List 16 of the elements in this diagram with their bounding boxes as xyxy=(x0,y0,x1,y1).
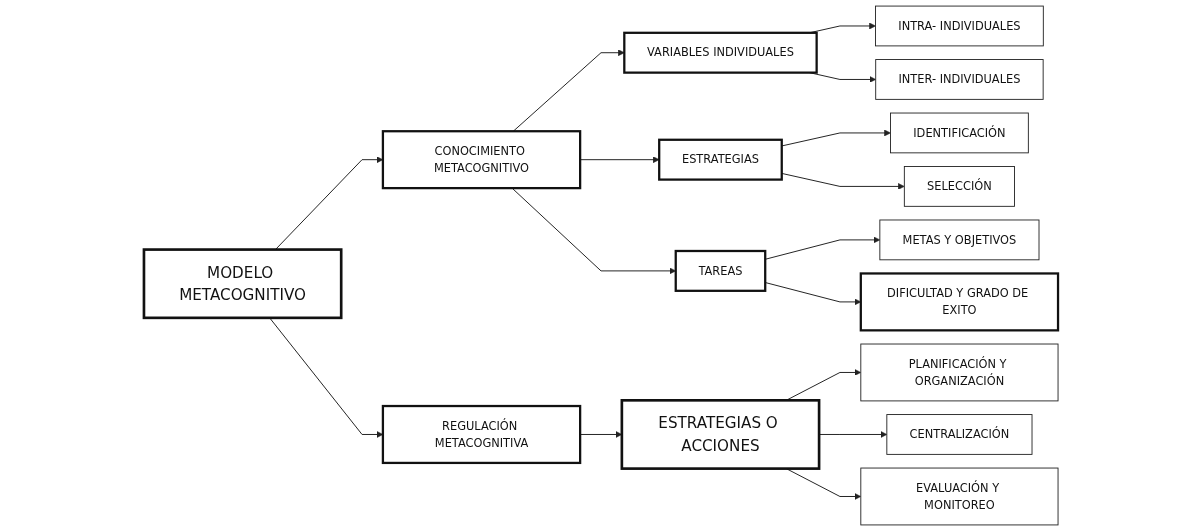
node-box: CONOCIMIENTO METACOGNITIVO xyxy=(381,130,582,190)
node-box: INTER- INDIVIDUALES xyxy=(875,59,1044,100)
node-box: PLANIFICACIÓN Y ORGANIZACIÓN xyxy=(860,343,1059,402)
node-box: EVALUACIÓN Y MONITOREO xyxy=(860,467,1059,526)
node-box: ESTRATEGIAS xyxy=(658,138,783,181)
node-box: VARIABLES INDIVIDUALES xyxy=(623,31,818,74)
node-box: CENTRALIZACIÓN xyxy=(886,414,1033,455)
node-box: IDENTIFICACIÓN xyxy=(890,112,1029,154)
node-box: SELECCIÓN xyxy=(903,166,1015,207)
node-box: MODELO METACOGNITIVO xyxy=(142,248,343,320)
node-box: TAREAS xyxy=(674,249,767,292)
node-box: INTRA- INDIVIDUALES xyxy=(875,5,1044,47)
node-box: DIFICULTAD Y GRADO DE EXITO xyxy=(859,272,1060,332)
node-box: REGULACIÓN METACOGNITIVA xyxy=(381,404,582,465)
node-box: ESTRATEGIAS O ACCIONES xyxy=(620,399,821,470)
node-box: METAS Y OBJETIVOS xyxy=(879,219,1040,261)
